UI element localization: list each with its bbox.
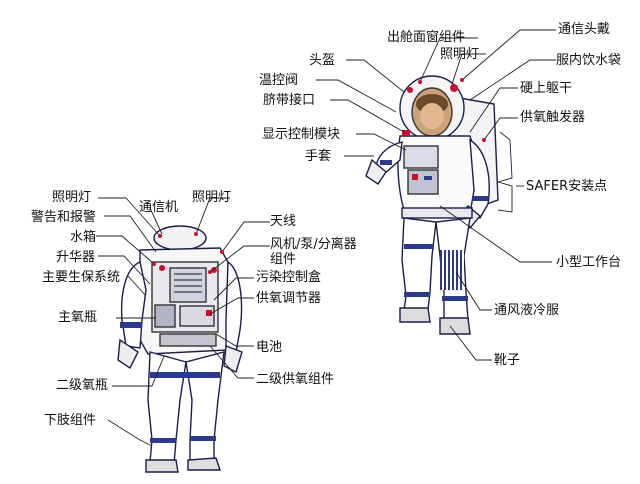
label-helmet: 头盔 [309,53,336,68]
label-sublimator: 升华器 [56,250,96,265]
label-main-oxygen-bottle: 主氧瓶 [58,310,98,325]
label-mini-workstation: 小型工作台 [556,255,622,270]
label-battery: 电池 [256,340,283,355]
label-fan-pump-separator: 风机/泵/分离器组件 [270,237,357,267]
label-drink-bag: 服内饮水袋 [556,53,622,68]
label-display-control: 显示控制模块 [262,127,341,142]
label-temp-valve: 温控阀 [259,73,299,88]
label-communicator: 通信机 [139,200,179,215]
label-front-light: 照明灯 [440,47,480,62]
label-visor-assembly: 出舱面窗组件 [387,30,466,45]
label-water-tank: 水箱 [70,230,97,245]
label-warning-alarm: 警告和报警 [31,210,97,225]
label-back-light-right: 照明灯 [192,190,232,205]
label-boots: 靴子 [494,353,521,368]
front-view-suit [365,75,499,335]
label-cooling-garment: 通风液冷服 [494,303,560,318]
leader-lines [96,29,556,447]
back-view-suit [117,225,243,473]
label-oxygen-actuator: 供氧触发器 [520,110,586,125]
label-gloves: 手套 [305,149,332,164]
leader-dots [152,78,486,274]
label-secondary-oxygen-supply: 二级供氧组件 [256,372,335,387]
label-contamination-control: 污染控制盒 [256,270,322,285]
label-antenna: 天线 [270,214,297,229]
label-safer-points: SAFER安装点 [526,179,608,194]
label-secondary-oxygen-bottle: 二级氧瓶 [56,378,109,393]
label-oxygen-regulator: 供氧调节器 [256,291,322,306]
label-main-life-support: 主要生保系统 [42,270,121,285]
label-comm-headset: 通信头戴 [558,22,611,37]
label-back-illumination-light: 照明灯 [52,190,92,205]
label-umbilical: 脐带接口 [263,93,316,108]
label-lower-limb: 下肢组件 [44,413,97,428]
label-hard-torso: 硬上躯干 [520,81,573,96]
